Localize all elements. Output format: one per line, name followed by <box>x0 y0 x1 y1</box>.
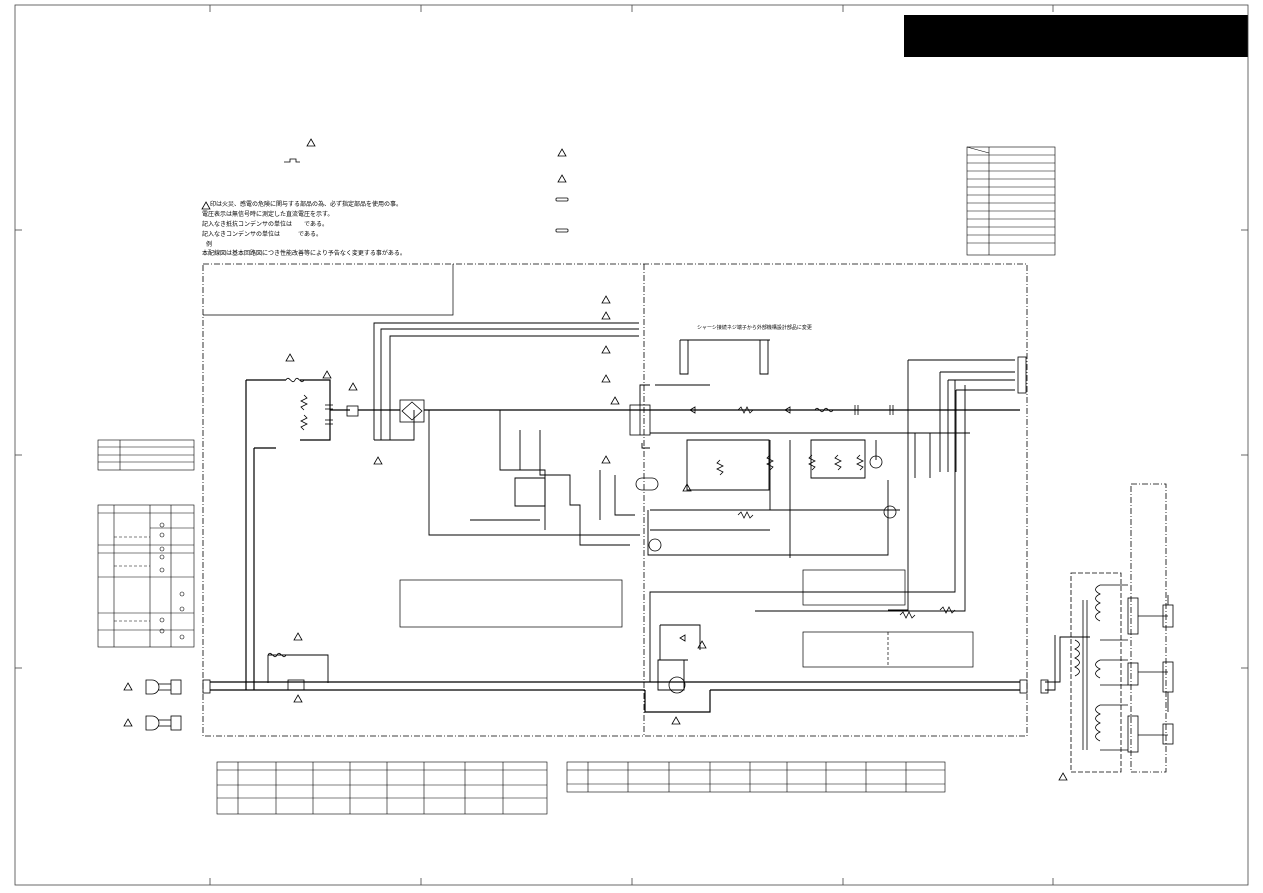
note-line-1: 印は火災、感電の危険に関与する部品の為、必ず指定部品を使用の事。 <box>210 201 403 208</box>
sheet-border <box>14 4 1249 886</box>
components <box>267 377 956 694</box>
terminal-connectors <box>170 356 1174 753</box>
title-block <box>904 15 1248 57</box>
note-line-2: 電圧表示は無信号時に測定した直流電圧を示す。 <box>202 211 334 218</box>
signal-wiring <box>267 322 1090 691</box>
main-wiring <box>210 379 1020 713</box>
spec-table-top-right <box>966 146 1056 256</box>
info-boxes <box>203 264 974 668</box>
spec-table-bottom-left <box>216 761 548 815</box>
power-transformer <box>1070 572 1169 773</box>
spec-table-left-small <box>97 439 195 471</box>
note-line-3: 記入なき抵抗コンデンサの単位は である。 <box>202 221 328 228</box>
legend-symbols <box>201 138 569 233</box>
note-line-4: 記入なきコンデンサの単位は である。 <box>202 231 322 238</box>
warning-triangle-icon <box>123 295 1068 781</box>
note-line-5: 例 <box>206 241 213 248</box>
spec-table-bottom-right <box>566 761 946 793</box>
note-line-6: 本配線図は基本回路図につき性能改善等により予告なく変更する事がある。 <box>202 250 406 257</box>
ac-plug-icon <box>145 679 171 731</box>
chassis-note: シャーシ接続ネジ端子から外部機構設計部品に変更 <box>697 325 812 331</box>
board-outline <box>202 263 1167 773</box>
spec-table-left-large <box>97 504 195 648</box>
fuse-symbol-icon <box>285 377 305 383</box>
